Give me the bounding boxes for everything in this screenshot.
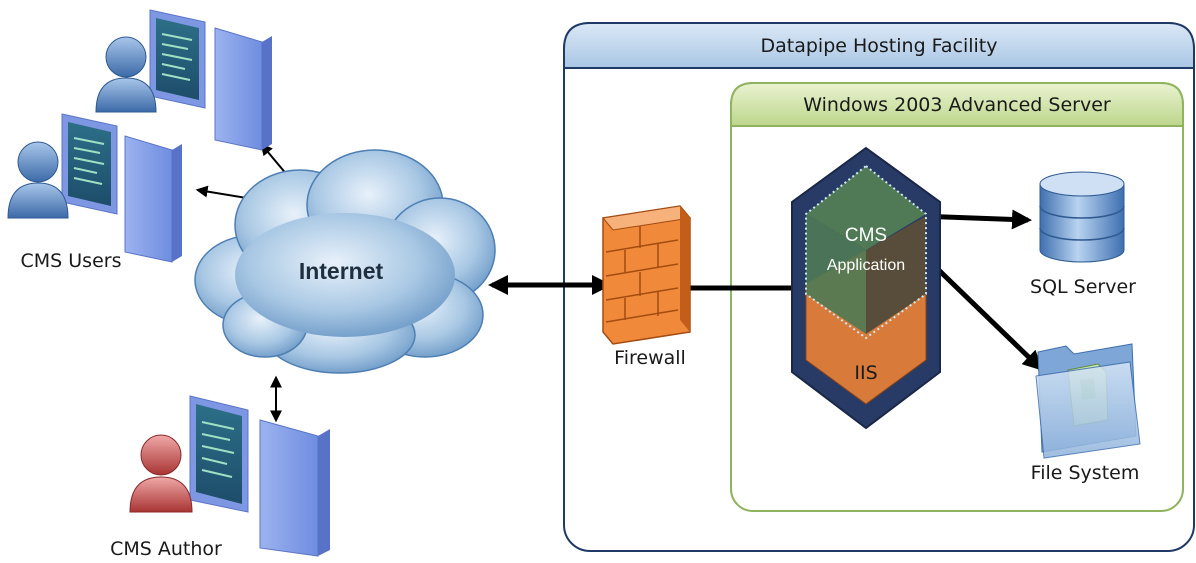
cms-block-left <box>806 214 866 334</box>
cms-user-workstation-1 <box>95 9 272 151</box>
cms-users-label: CMS Users <box>21 250 122 272</box>
author-user-icon <box>129 434 193 513</box>
iis-label: IIS <box>854 362 877 384</box>
monitor-icon <box>149 9 206 109</box>
user-icon <box>7 141 69 219</box>
cms-label: CMS <box>845 225 887 246</box>
firewall-icon <box>602 205 691 345</box>
folder-icon <box>1035 343 1141 459</box>
hosting-facility-title: Datapipe Hosting Facility <box>761 35 998 57</box>
monitor-icon <box>61 113 118 215</box>
application-label: Application <box>827 257 905 274</box>
firewall-label: Firewall <box>614 347 686 369</box>
database-icon <box>1039 171 1125 263</box>
cms-author-label: CMS Author <box>110 538 222 560</box>
computer-tower-icon <box>124 135 182 263</box>
user-icon <box>95 36 157 113</box>
sql-server-label: SQL Server <box>1030 276 1136 298</box>
cms-author-workstation <box>129 395 330 557</box>
cms-block-top <box>806 166 926 250</box>
internet-cloud: Internet <box>194 149 496 374</box>
file-system-label: File System <box>1031 462 1140 484</box>
internet-label: Internet <box>299 258 384 284</box>
application-stack: CMS Application IIS <box>791 146 941 430</box>
computer-tower-icon <box>259 419 330 557</box>
windows-server-title: Windows 2003 Advanced Server <box>803 94 1111 116</box>
computer-tower-icon <box>214 27 272 151</box>
monitor-icon <box>189 395 249 513</box>
cms-block-right <box>866 216 926 334</box>
cms-user-workstation-2 <box>7 113 182 263</box>
